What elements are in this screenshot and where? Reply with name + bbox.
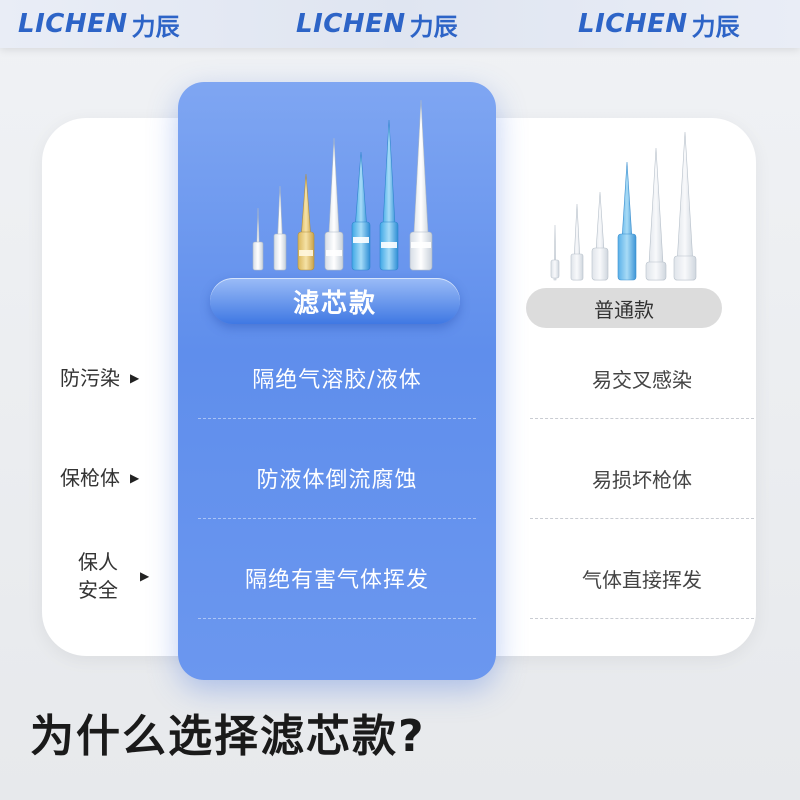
row-label-contamination: 防污染 ▶ bbox=[60, 362, 170, 394]
row-label-line: 安全 bbox=[78, 578, 118, 602]
row-divider bbox=[530, 518, 754, 519]
brand-logo: LICHEN 力辰 bbox=[578, 8, 740, 41]
row-label-text: 防污染 bbox=[60, 366, 120, 390]
filter-type-column: 滤芯款 bbox=[178, 82, 496, 680]
row-label-text: 保人 安全 bbox=[78, 548, 118, 604]
row-label-personal-safety: 保人 安全 ▶ bbox=[78, 546, 188, 606]
brand-logo-cjk: 力辰 bbox=[409, 12, 458, 41]
row-divider bbox=[198, 418, 476, 419]
row-divider bbox=[198, 518, 476, 519]
normal-type-label: 普通款 bbox=[526, 288, 722, 328]
normal-drawback-3: 气体直接挥发 bbox=[582, 568, 702, 592]
row-label-pipette-protection: 保枪体 ▶ bbox=[60, 462, 170, 494]
row-label-text: 保枪体 bbox=[60, 466, 120, 490]
brand-logo-cjk: 力辰 bbox=[691, 12, 740, 41]
normal-drawback-2: 易损坏枪体 bbox=[592, 468, 692, 492]
row-divider bbox=[530, 418, 754, 419]
brand-logo-cjk: 力辰 bbox=[131, 12, 180, 41]
normal-pipette-tips-image bbox=[550, 131, 697, 281]
brand-logo-latin: LICHEN bbox=[296, 9, 406, 39]
filter-benefit-1: 隔绝气溶胶/液体 bbox=[252, 368, 422, 393]
filter-pipette-tips-image bbox=[252, 99, 433, 271]
brand-logo-latin: LICHEN bbox=[18, 9, 128, 39]
triangle-right-icon: ▶ bbox=[140, 569, 150, 583]
brand-logo: LICHEN 力辰 bbox=[296, 8, 458, 41]
filter-benefit-2: 防液体倒流腐蚀 bbox=[256, 468, 418, 493]
row-divider bbox=[198, 618, 476, 619]
brand-bar: LICHEN 力辰 LICHEN 力辰 LICHEN 力辰 bbox=[0, 0, 800, 48]
brand-logo-latin: LICHEN bbox=[578, 9, 688, 39]
row-divider bbox=[530, 618, 754, 619]
normal-drawback-1: 易交叉感染 bbox=[592, 368, 692, 392]
headline: 为什么选择滤芯款? bbox=[30, 711, 426, 762]
triangle-right-icon: ▶ bbox=[130, 371, 140, 385]
filter-type-label: 滤芯款 bbox=[210, 278, 460, 324]
brand-logo: LICHEN 力辰 bbox=[18, 8, 180, 41]
triangle-right-icon: ▶ bbox=[130, 471, 140, 485]
row-label-line: 保人 bbox=[78, 550, 118, 574]
filter-benefit-3: 隔绝有害气体挥发 bbox=[244, 568, 429, 593]
